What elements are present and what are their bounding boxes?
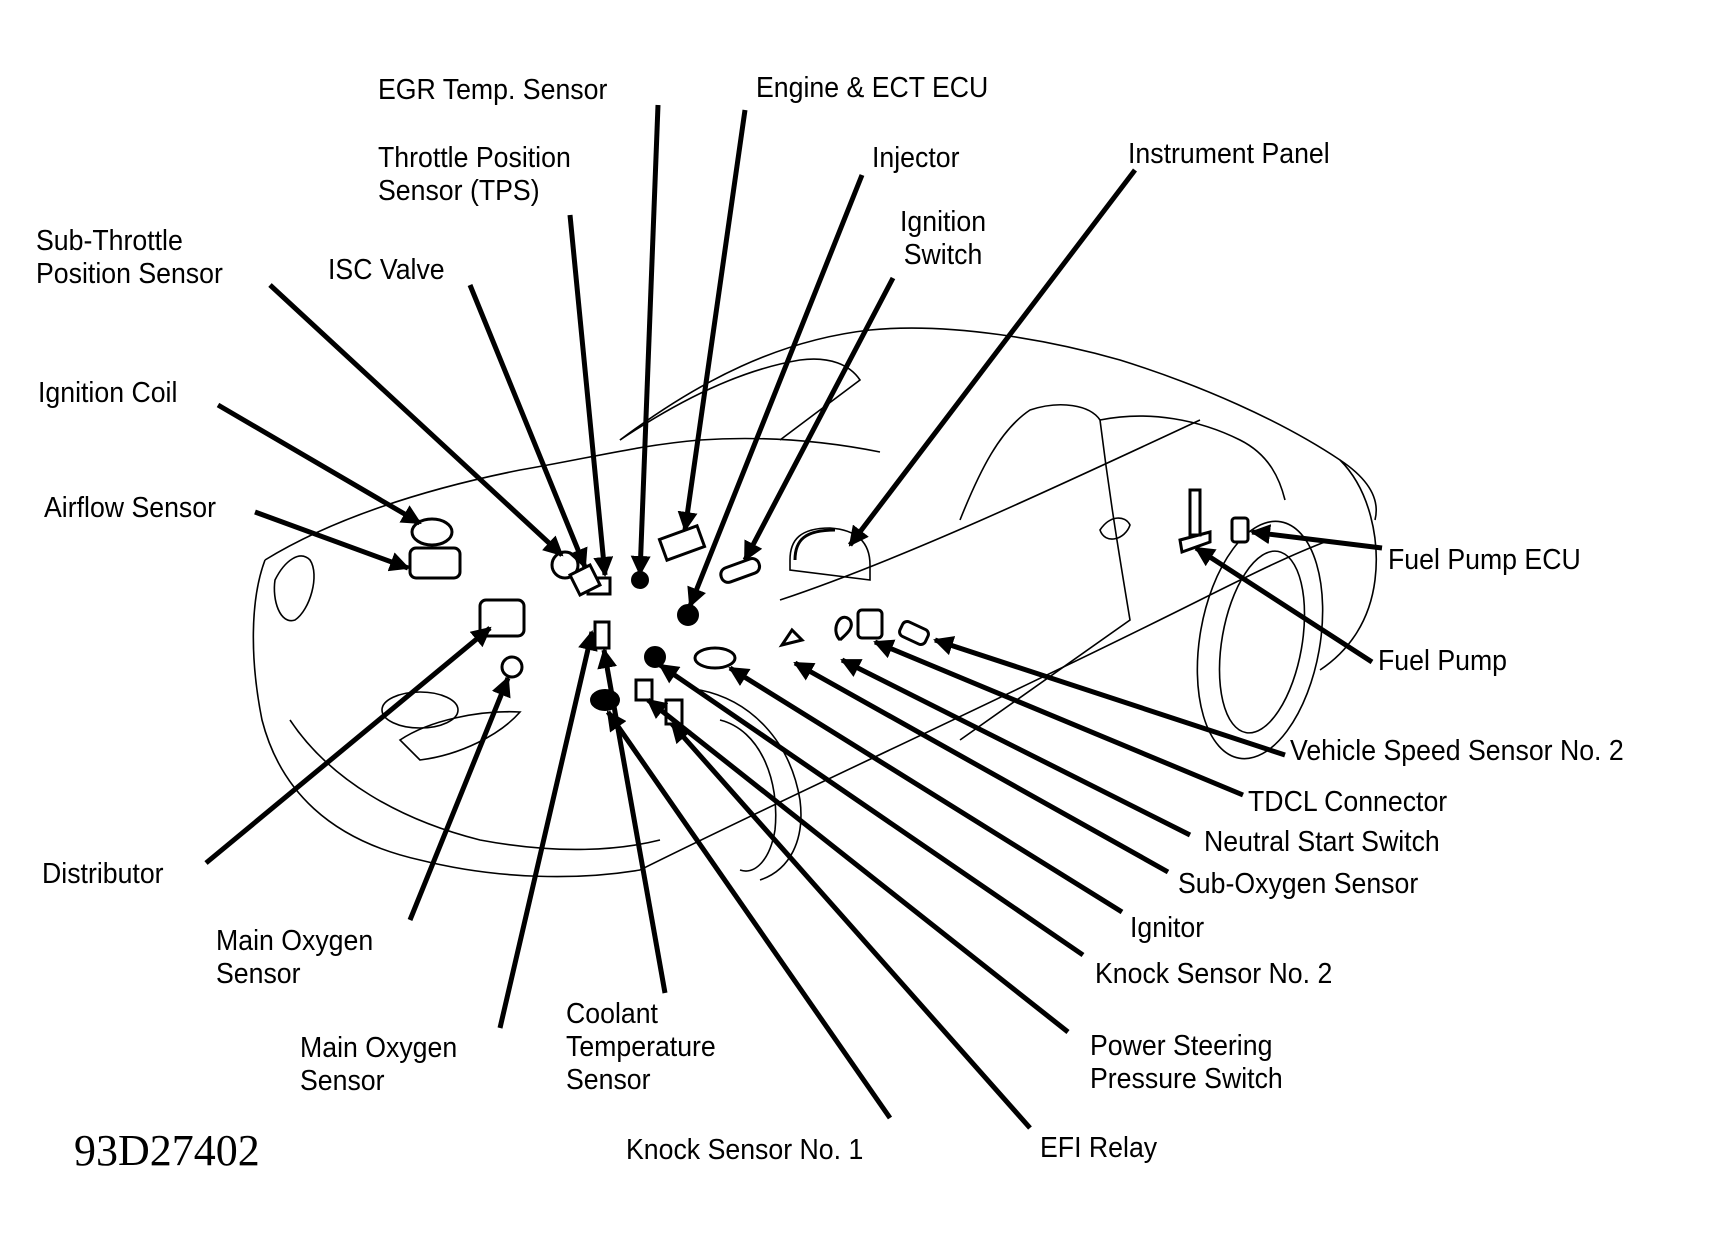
label-efi-relay: EFI Relay bbox=[1040, 1132, 1158, 1164]
leader-fuel-pump-ecu bbox=[1250, 524, 1383, 551]
car-windshield bbox=[619, 358, 862, 441]
ignitor-part bbox=[693, 646, 737, 670]
car-side-sill bbox=[639, 539, 1331, 871]
label-injector: Injector bbox=[872, 142, 960, 174]
tdcl-connector-part bbox=[856, 608, 884, 640]
leader-sub-throttle-position-sensor bbox=[268, 283, 564, 557]
label-tdcl-connector: TDCL Connector bbox=[1248, 786, 1448, 818]
car-headlight-right bbox=[398, 710, 522, 761]
leader-isc-valve bbox=[467, 284, 588, 569]
leader-vehicle-speed-sensor-2 bbox=[933, 636, 1286, 758]
main-oxygen-sensor-a-part bbox=[500, 655, 524, 679]
leader-ignitor bbox=[728, 665, 1124, 915]
label-fuel-pump: Fuel Pump bbox=[1378, 645, 1508, 677]
car-fog-light bbox=[381, 691, 459, 729]
leader-injector bbox=[687, 174, 865, 608]
label-knock-sensor-2: Knock Sensor No. 2 bbox=[1095, 958, 1333, 990]
label-sub-oxygen-sensor: Sub-Oxygen Sensor bbox=[1178, 868, 1419, 900]
leader-main-oxygen-sensor-b bbox=[497, 630, 598, 1029]
label-distributor: Distributor bbox=[42, 858, 164, 890]
car-door-handle bbox=[1099, 517, 1131, 540]
leader-neutral-start-switch bbox=[840, 657, 1192, 838]
leader-knock-sensor-2 bbox=[658, 662, 1085, 958]
leader-lines bbox=[204, 104, 1383, 1130]
leader-tdcl-connector bbox=[873, 639, 1244, 798]
leader-engine-ect-ecu bbox=[677, 109, 748, 532]
coolant-temp-sensor-part bbox=[593, 620, 611, 650]
engine-ect-ecu-part bbox=[657, 523, 707, 563]
leader-power-steering-pressure-switch bbox=[646, 698, 1070, 1034]
leader-tps bbox=[567, 214, 614, 577]
power-steering-switch-part bbox=[634, 678, 654, 702]
neutral-start-switch-part bbox=[834, 616, 853, 642]
fuel-pump-ecu-part bbox=[1230, 516, 1250, 544]
leader-coolant-temperature-sensor bbox=[597, 648, 668, 994]
leader-knock-sensor-1 bbox=[605, 710, 893, 1120]
car-rear-wheel-outer bbox=[1196, 520, 1324, 760]
leader-airflow-sensor bbox=[254, 509, 410, 572]
leader-sub-oxygen-sensor bbox=[793, 660, 1170, 875]
leader-efi-relay bbox=[670, 722, 1032, 1130]
leader-ignition-switch bbox=[742, 276, 896, 562]
label-neutral-start-switch: Neutral Start Switch bbox=[1204, 826, 1440, 858]
leader-main-oxygen-sensor-a bbox=[407, 676, 511, 921]
car-rear-wheel-inner bbox=[1218, 550, 1306, 734]
figure-code: 93D27402 bbox=[74, 1126, 260, 1175]
label-airflow-sensor: Airflow Sensor bbox=[44, 492, 217, 524]
label-ignition-coil: Ignition Coil bbox=[38, 377, 178, 409]
car-front-lower bbox=[289, 719, 661, 851]
car-rear-window bbox=[1099, 415, 1286, 501]
label-knock-sensor-1: Knock Sensor No. 1 bbox=[626, 1134, 864, 1166]
label-egr-temp-sensor: EGR Temp. Sensor bbox=[378, 74, 608, 106]
sub-oxygen-sensor-part bbox=[778, 627, 805, 648]
car-front-fascia bbox=[252, 559, 641, 878]
car-side-beltline bbox=[779, 419, 1201, 601]
leader-ignition-coil bbox=[216, 402, 422, 526]
instrument-panel-part bbox=[793, 528, 836, 561]
injector-part bbox=[677, 604, 699, 626]
label-ignitor: Ignitor bbox=[1130, 912, 1205, 944]
car-outline bbox=[252, 327, 1378, 881]
ignition-coil-part bbox=[410, 517, 454, 547]
leader-instrument-panel bbox=[848, 168, 1137, 547]
car-headlight-left bbox=[273, 555, 315, 622]
label-isc-valve: ISC Valve bbox=[328, 254, 445, 286]
leader-egr-temp-sensor bbox=[630, 104, 661, 576]
components bbox=[408, 488, 1250, 726]
label-vehicle-speed-sensor-2: Vehicle Speed Sensor No. 2 bbox=[1290, 735, 1624, 767]
fuel-pump-part bbox=[1178, 488, 1212, 555]
car-rear-quarter bbox=[1319, 459, 1378, 671]
label-instrument-panel: Instrument Panel bbox=[1128, 138, 1330, 170]
car-front-wheel-arch bbox=[699, 689, 802, 881]
airflow-sensor-part bbox=[408, 546, 462, 580]
label-fuel-pump-ecu: Fuel Pump ECU bbox=[1388, 544, 1581, 576]
vehicle-speed-sensor-part bbox=[898, 619, 930, 647]
egr-temp-sensor-part bbox=[631, 571, 649, 589]
car-front-wheel bbox=[719, 719, 777, 872]
leader-distributor bbox=[204, 626, 492, 865]
knock-sensor-2-part bbox=[644, 646, 666, 668]
car-door bbox=[959, 404, 1131, 741]
leader-fuel-pump bbox=[1194, 545, 1374, 665]
label-engine-ect-ecu: Engine & ECT ECU bbox=[756, 72, 989, 104]
ignition-switch-part bbox=[719, 557, 762, 584]
